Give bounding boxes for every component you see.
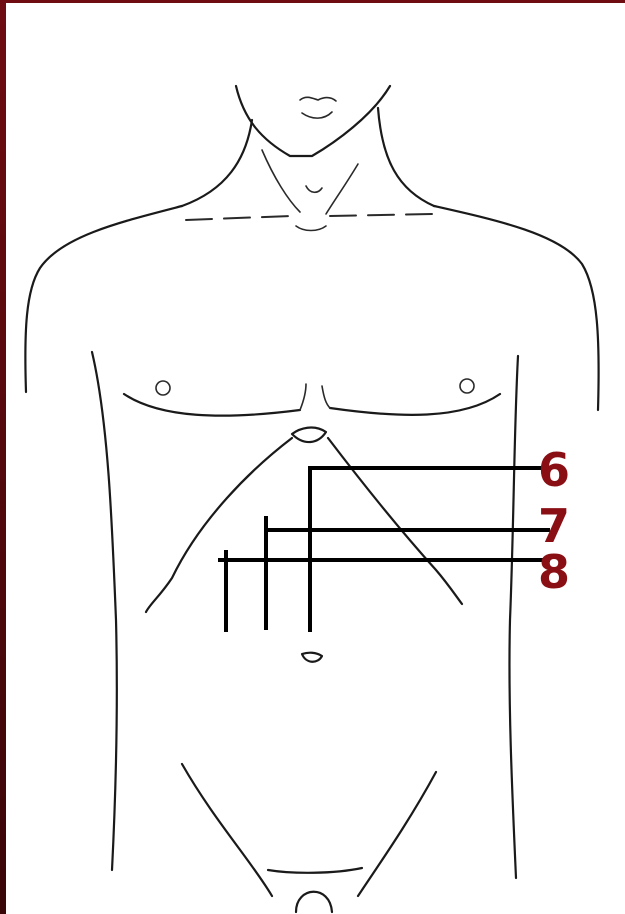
- umbilicus: [302, 653, 322, 662]
- nipple-right: [460, 379, 474, 393]
- torso-sides: [92, 352, 518, 878]
- clavicle-line: [186, 214, 432, 220]
- label-6: 6: [538, 443, 570, 497]
- chest-outline: [124, 379, 500, 416]
- jugular-notch: [296, 226, 326, 231]
- costal-arch: [146, 428, 462, 612]
- face-outline: [236, 86, 390, 156]
- label-8: 8: [538, 545, 570, 599]
- groin-outline: [182, 764, 436, 912]
- nipple-left: [156, 381, 170, 395]
- marker-lines: [220, 468, 548, 630]
- shoulder-outline: [25, 206, 598, 410]
- neck-outline: [182, 108, 434, 214]
